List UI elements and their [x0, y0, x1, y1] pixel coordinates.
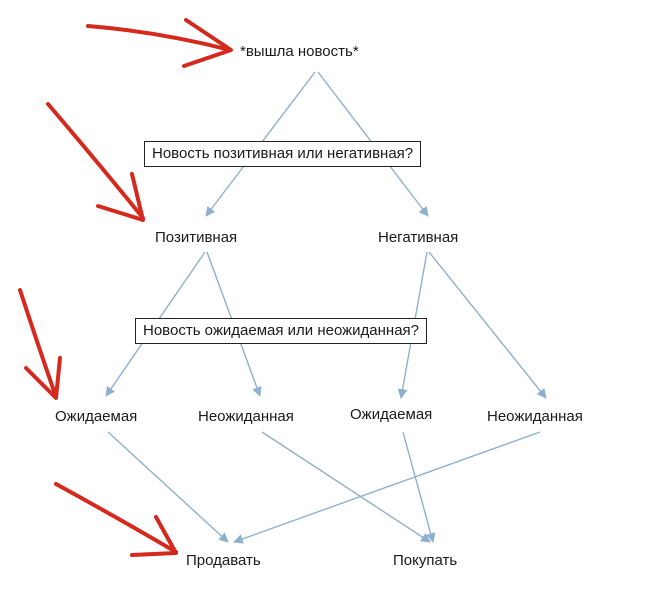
- node-negative: Негативная: [378, 229, 459, 246]
- node-positive-expected: Ожидаемая: [55, 408, 138, 425]
- annotation-arrow-root: [86, 18, 233, 68]
- connector-pos-expected-to-sell: [107, 431, 229, 543]
- question-box-polarity: Новость позитивная или негативная?: [144, 141, 422, 167]
- node-positive: Позитивная: [155, 229, 238, 246]
- node-positive-unexpected: Неожиданная: [198, 408, 294, 425]
- connector-pos-unexpected-to-buy: [261, 431, 431, 543]
- connector-neg-unexpected-to-sell: [233, 431, 541, 544]
- annotation-arrow-level-2: [18, 288, 62, 400]
- connector-neg-expected-to-buy: [402, 431, 436, 543]
- annotation-arrow-level-1: [46, 102, 145, 222]
- node-negative-unexpected: Неожиданная: [487, 408, 583, 425]
- root-node: *вышла новость*: [240, 43, 359, 60]
- annotation-arrow-level-3: [54, 482, 178, 557]
- node-buy: Покупать: [393, 552, 458, 569]
- connector-negative-to-unexpected: [428, 251, 547, 399]
- node-sell: Продавать: [186, 552, 261, 569]
- question-box-expectation: Новость ожидаемая или неожиданная?: [135, 318, 427, 344]
- node-negative-expected: Ожидаемая: [350, 406, 433, 423]
